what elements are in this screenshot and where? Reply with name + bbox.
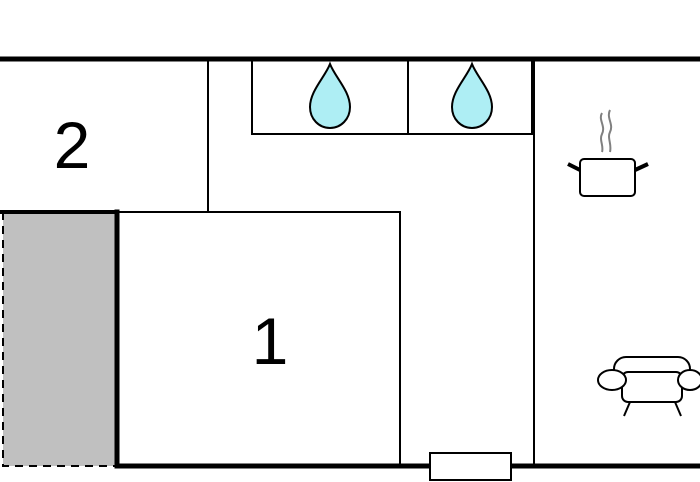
sofa-icon [597, 356, 700, 417]
water-drop-icon [450, 61, 494, 130]
cooking-pot-icon [567, 109, 649, 197]
room-label-1: 1 [252, 304, 289, 378]
terrace-area [3, 212, 117, 466]
entrance-door [429, 452, 512, 481]
bathroom-block [251, 58, 533, 135]
terrace-dashed-edge [2, 212, 117, 467]
water-drop-icon [308, 61, 352, 130]
room-label-2: 2 [54, 108, 91, 182]
